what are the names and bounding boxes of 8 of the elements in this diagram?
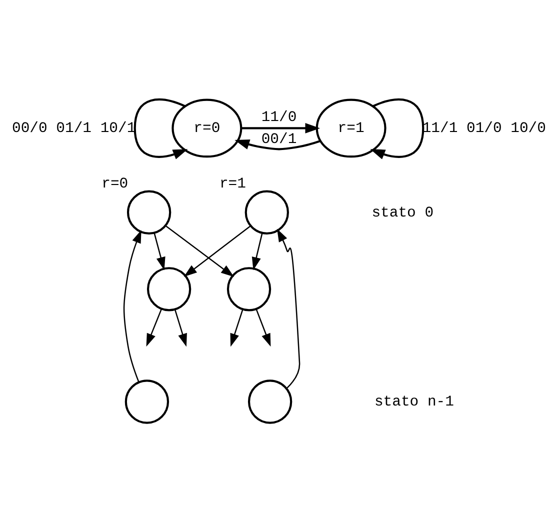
edge-label: 11/1 01/0 10/0 — [422, 120, 546, 137]
edge-label: 00/0 01/1 10/1 — [12, 120, 136, 137]
label: stato 0 — [372, 204, 434, 221]
node-label: r=1 — [219, 176, 246, 192]
node-label: r=0 — [102, 176, 128, 192]
edge-label: 00/1 — [261, 132, 297, 148]
label: stato n-1 — [374, 394, 454, 410]
edge-label: 11/0 — [261, 110, 297, 126]
